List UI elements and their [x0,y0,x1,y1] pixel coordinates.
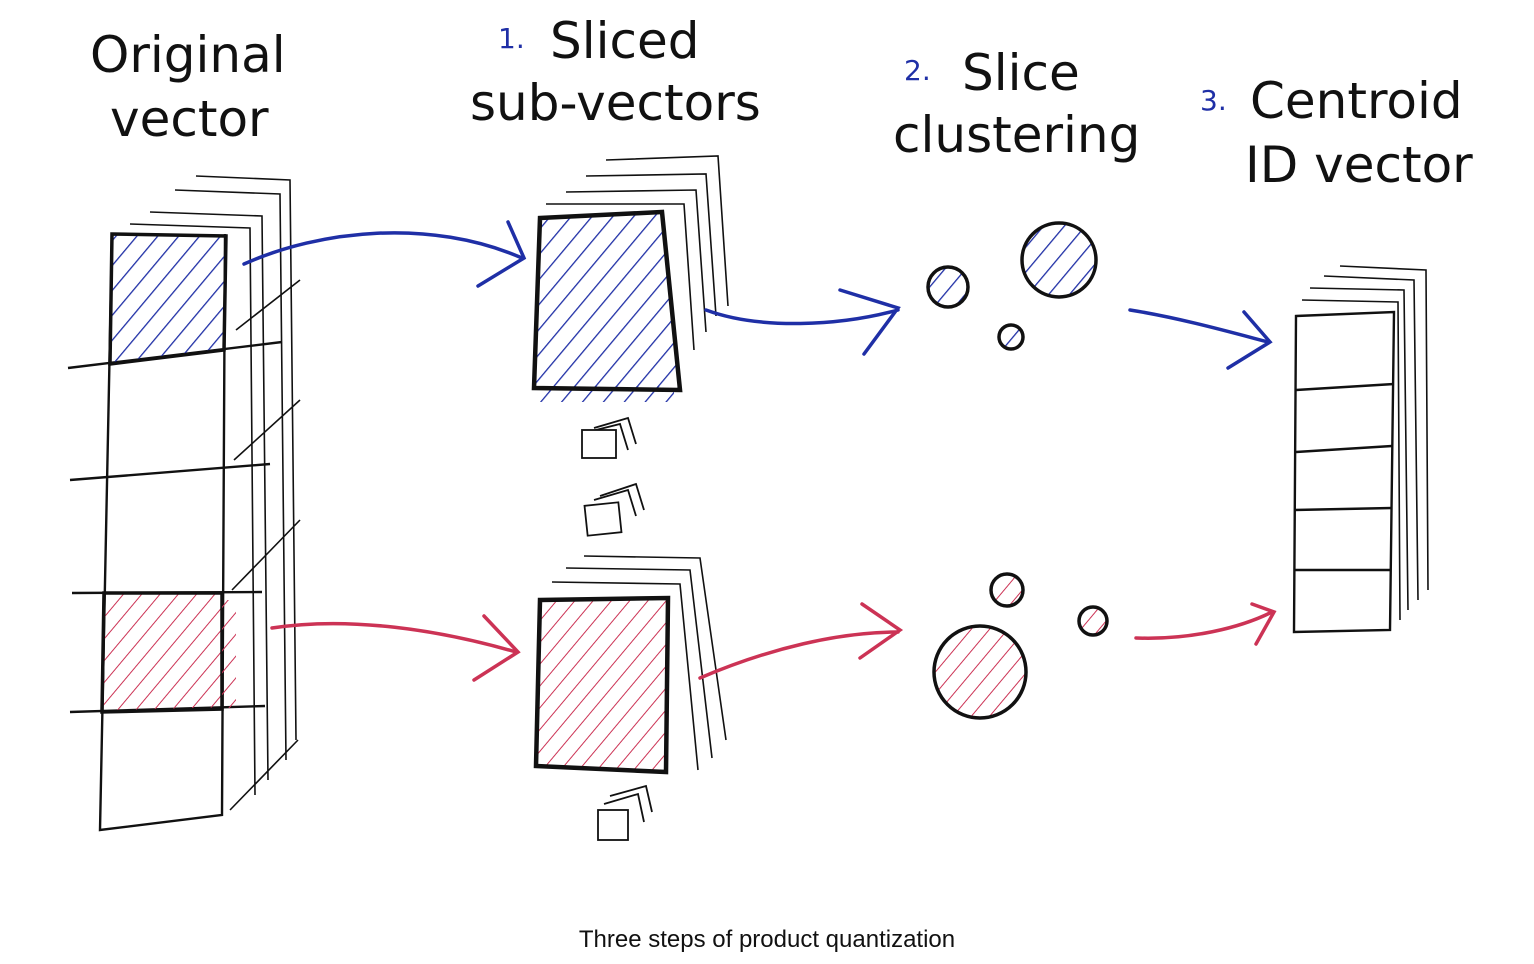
blue-cluster-large [1020,221,1098,299]
original-slice-red [100,591,236,714]
title-centroid-line2: ID vector [1245,136,1473,194]
title-sliced-line2: sub-vectors [470,74,761,132]
small-stack-3 [597,784,653,841]
centroid-id-vector [1292,265,1429,634]
figure-caption: Three steps of product quantization [578,926,956,953]
title-clustering-line1: Slice [962,44,1080,102]
sliced-subvector-blue-stack [531,155,729,402]
title-original-line1: Original [90,26,286,84]
step-number-2: 2. [904,54,931,87]
blue-clusters [926,221,1098,351]
arrow-red-original-to-sliced [270,614,521,682]
title-centroid-line1: Centroid [1250,72,1463,130]
title-original-line2: vector [110,90,269,148]
red-clusters [932,572,1109,720]
title-centroid-id-vector: 3. Centroid ID vector [1200,72,1473,194]
title-slice-clustering: 2. Slice clustering [893,44,1140,164]
title-clustering-line2: clustering [893,106,1140,164]
title-original-vector: Original vector [90,26,286,148]
arrow-blue-sliced-to-clusters [704,288,901,356]
title-sliced-line1: Sliced [550,12,700,70]
step-number-3: 3. [1200,84,1227,117]
red-cluster-small-top [989,572,1025,608]
original-slice-blue [108,232,228,366]
blue-cluster-tiny [997,323,1025,351]
arrow-red-clusters-to-centroids [1134,602,1277,646]
arrow-blue-clusters-to-centroids [1128,308,1273,370]
arrow-red-sliced-to-clusters [698,602,904,680]
sliced-subvector-red-stack [533,555,727,775]
small-stack-1 [581,416,637,459]
red-cluster-small-right [1077,605,1109,637]
arrow-blue-original-to-sliced [242,220,527,288]
step-number-1: 1. [498,22,525,55]
red-cluster-large [932,624,1028,720]
small-stack-2 [583,482,645,537]
title-sliced-subvectors: 1. Sliced sub-vectors [470,12,761,132]
blue-cluster-small [926,265,970,309]
